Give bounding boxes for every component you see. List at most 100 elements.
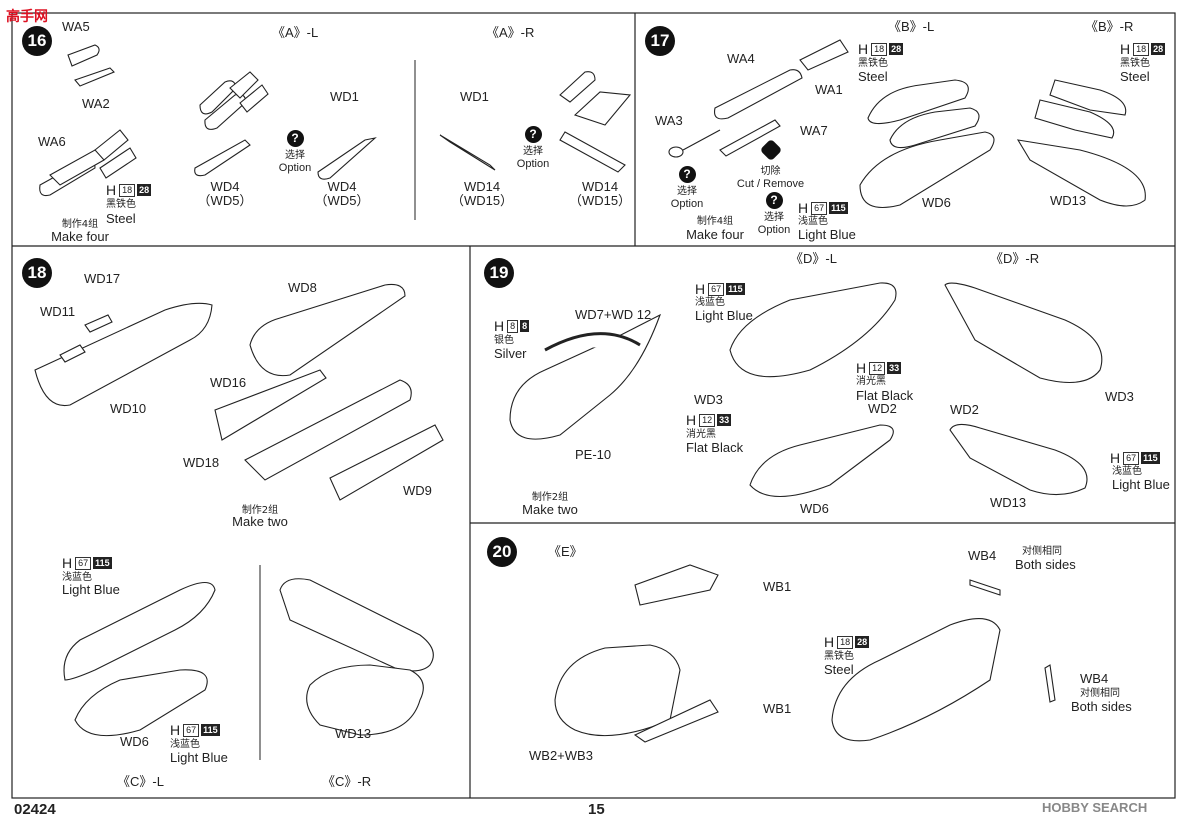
- paint-prefix: H: [695, 281, 706, 297]
- cut-cn: 切除: [760, 166, 781, 177]
- paint-callout-steel-17l: H 18 28: [858, 41, 904, 57]
- paint-prefix: H: [856, 360, 867, 376]
- part-WD1-left: WD1: [330, 89, 359, 104]
- paint-name-cn: 浅蓝色: [62, 572, 92, 583]
- make-count-cn: 制作4组: [61, 219, 99, 230]
- part-PE10: PE-10: [575, 447, 612, 462]
- part-WA4: WA4: [727, 51, 755, 66]
- option-callout-17a: ? 选择 Option: [667, 166, 707, 211]
- paint-name-en: Light Blue: [1112, 477, 1170, 492]
- part-code-alt: （WD5）: [314, 193, 370, 208]
- make-count-cn: 制作4组: [696, 216, 734, 227]
- paint-name-cn: 银色: [494, 335, 514, 346]
- part-WD3-right: WD3: [1105, 389, 1134, 404]
- variant-E: 《E》: [548, 544, 583, 559]
- paint-name-cn: 浅蓝色: [1112, 466, 1142, 477]
- paint-name-en: Flat Black: [856, 388, 914, 403]
- part-code: WD4: [327, 179, 357, 194]
- paint-code: 18: [837, 635, 854, 649]
- paint-code: 67: [183, 723, 200, 737]
- paint-name-en: Steel: [858, 69, 888, 84]
- paint-callout-lightblue-17: H 67 115: [798, 200, 848, 216]
- paint-code-alt: 28: [1151, 43, 1166, 55]
- step-16-number: 16: [22, 26, 52, 56]
- paint-callout-lightblue-19r: H 67 115: [1110, 450, 1160, 466]
- make-count-en: Make two: [522, 502, 578, 517]
- variant-A-L: 《A》-L: [272, 25, 319, 40]
- step-20-number: 20: [487, 537, 517, 567]
- paint-name-en: Light Blue: [695, 308, 753, 323]
- paint-name-cn: 黑铁色: [824, 651, 854, 662]
- paint-code-alt: 8: [520, 320, 530, 332]
- cut-remove-callout: 切除 Cut / Remove: [728, 138, 813, 191]
- part-code-alt: （WD5）: [197, 193, 253, 208]
- paint-code-alt: 115: [1141, 452, 1160, 464]
- part-WA2: WA2: [82, 96, 110, 111]
- part-WD14-left: WD14 （WD15）: [447, 180, 517, 208]
- part-WD9: WD9: [403, 483, 432, 498]
- paint-code-alt: 28: [889, 43, 904, 55]
- page-frame: [11, 12, 1176, 799]
- paint-prefix: H: [170, 722, 181, 738]
- make-count-cn: 制作2组: [531, 492, 569, 503]
- paint-prefix: H: [1120, 41, 1131, 57]
- part-WD17: WD17: [84, 271, 121, 286]
- paint-code: 67: [811, 201, 828, 215]
- cut-en: Cut / Remove: [736, 178, 805, 190]
- part-WA5: WA5: [62, 19, 90, 34]
- option-callout-17b: ? 选择 Option: [754, 192, 794, 237]
- paint-name-cn: 消光黑: [856, 376, 886, 387]
- step20-drawings: [554, 564, 1056, 743]
- paint-callout-flatblack-19a: H 12 33: [856, 360, 902, 376]
- paint-code-alt: 115: [726, 283, 745, 295]
- both-sides-en-top: Both sides: [1015, 557, 1076, 572]
- option-cn: 选择: [285, 150, 305, 161]
- paint-prefix: H: [106, 182, 117, 198]
- page-number: 15: [588, 801, 605, 818]
- option-cn: 选择: [523, 146, 543, 157]
- paint-callout-steel-17r: H 18 28: [1120, 41, 1166, 57]
- paint-callout-steel-20: H 18 28: [824, 634, 870, 650]
- paint-prefix: H: [1110, 450, 1121, 466]
- part-code: WD14: [581, 179, 619, 194]
- paint-callout-lightblue-18b: H 67 115: [170, 722, 220, 738]
- both-sides-cn-bottom: 对侧相同: [1080, 688, 1120, 699]
- make-count-en: Make four: [686, 227, 744, 242]
- paint-name-cn: 黑铁色: [106, 199, 136, 210]
- paint-code: 8: [507, 319, 519, 333]
- both-sides-cn-top: 对侧相同: [1022, 546, 1062, 557]
- part-WD11: WD11: [40, 304, 76, 319]
- paint-callout-lightblue-18a: H 67 115: [62, 555, 112, 571]
- question-icon: ?: [765, 192, 783, 209]
- paint-code: 67: [1123, 451, 1140, 465]
- paint-name-en: Steel: [824, 662, 854, 677]
- make-count-en: Make four: [51, 229, 109, 244]
- paint-name-cn: 浅蓝色: [798, 216, 828, 227]
- step18-drawings: [34, 283, 444, 737]
- step-17-number: 17: [645, 26, 675, 56]
- paint-code-alt: 28: [137, 184, 152, 196]
- part-WD13-19: WD13: [990, 495, 1027, 510]
- question-icon: ?: [678, 166, 696, 183]
- paint-code-alt: 33: [717, 414, 732, 426]
- make-count-cn: 制作2组: [241, 505, 279, 516]
- pod-A-R: [439, 71, 632, 173]
- part-WD18: WD18: [183, 455, 220, 470]
- variant-B-R: 《B》-R: [1085, 19, 1134, 34]
- variant-A-R: 《A》-R: [486, 25, 535, 40]
- step-19-number: 19: [484, 258, 514, 288]
- part-WD3-left: WD3: [694, 392, 723, 407]
- part-WB4-top: WB4: [968, 548, 997, 563]
- part-WD2-left: WD2: [868, 401, 897, 416]
- paint-code-alt: 115: [829, 202, 848, 214]
- step16-drawings: [39, 44, 632, 197]
- part-WD2-right: WD2: [950, 402, 979, 417]
- watermark-text: HOBBY SEARCH: [1042, 800, 1148, 815]
- paint-callout-lightblue-19: H 67 115: [695, 281, 745, 297]
- variant-B-L: 《B》-L: [888, 19, 935, 34]
- paint-code-alt: 28: [855, 636, 870, 648]
- question-icon: ?: [286, 130, 304, 147]
- paint-name-en: Light Blue: [170, 750, 228, 765]
- part-WD6-18: WD6: [120, 734, 149, 749]
